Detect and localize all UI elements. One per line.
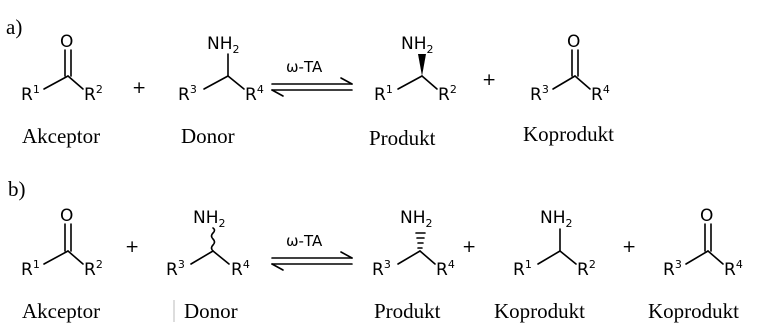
equilibrium-arrow-b: ω-TA — [271, 232, 353, 271]
equilibrium-arrow-a: ω-TA — [271, 58, 353, 97]
r-group-left: R3 — [372, 258, 391, 280]
coproduct-a-structure: O R3 R4 — [530, 32, 610, 105]
oxygen-label: O — [567, 32, 580, 52]
oxygen-label: O — [700, 206, 713, 226]
acceptor-b-structure: O R1 R2 — [21, 206, 103, 280]
caption-coproduct: Koprodukt — [494, 299, 585, 323]
caption-coproduct: Koprodukt — [648, 299, 739, 323]
r-group-right: R4 — [436, 258, 455, 280]
amine-label: NH2 — [400, 208, 433, 230]
wavy-bond — [210, 227, 216, 252]
r-group-left: R3 — [178, 83, 197, 105]
product-a-structure: NH2 R1 R2 — [374, 34, 457, 105]
wedge-bond — [418, 54, 426, 76]
plus-sign: + — [462, 237, 476, 257]
plus-sign: + — [482, 70, 496, 90]
r-group-right: R2 — [577, 258, 596, 280]
plus-sign: + — [125, 237, 139, 257]
part-a-label: a) — [6, 15, 22, 39]
r-group-left: R1 — [21, 83, 40, 105]
oxygen-label: O — [60, 206, 73, 226]
caption-donor: Donor — [184, 299, 238, 323]
r-group-left: R3 — [166, 258, 185, 280]
amine-label: NH2 — [401, 34, 434, 56]
r-group-right: R2 — [84, 83, 103, 105]
caption-coproduct: Koprodukt — [523, 122, 614, 146]
coproduct1-b-structure: NH2 R1 R2 — [513, 208, 596, 280]
r-group-left: R1 — [21, 258, 40, 280]
caption-product: Produkt — [374, 299, 441, 323]
part-b-label: b) — [8, 177, 26, 201]
product-b-structure: NH2 R3 R4 — [372, 208, 455, 280]
r-group-right: R2 — [438, 83, 457, 105]
amine-label: NH2 — [540, 208, 573, 230]
caption-acceptor: Akceptor — [22, 124, 100, 148]
amine-label: NH2 — [207, 34, 240, 56]
caption-donor: Donor — [181, 124, 235, 148]
caption-acceptor: Akceptor — [22, 299, 100, 323]
r-group-right: R4 — [724, 258, 743, 280]
enzyme-label: ω-TA — [286, 58, 323, 76]
r-group-left: R3 — [530, 83, 549, 105]
amine-label: NH2 — [193, 208, 226, 230]
r-group-right: R4 — [245, 83, 264, 105]
coproduct2-b-structure: O R3 R4 — [663, 206, 743, 280]
r-group-left: R1 — [374, 83, 393, 105]
donor-a-structure: NH2 R3 R4 — [178, 34, 264, 105]
donor-b-structure: NH2 R3 R4 — [166, 208, 250, 280]
plus-sign: + — [622, 237, 636, 257]
r-group-left: R3 — [663, 258, 682, 280]
r-group-left: R1 — [513, 258, 532, 280]
caption-product: Produkt — [369, 126, 436, 150]
enzyme-label: ω-TA — [286, 232, 323, 250]
r-group-right: R4 — [591, 83, 610, 105]
acceptor-a-structure: O R1 R2 — [21, 32, 103, 105]
r-group-right: R2 — [84, 258, 103, 280]
plus-sign: + — [132, 78, 146, 98]
oxygen-label: O — [60, 32, 73, 52]
hashed-bond — [415, 232, 426, 249]
r-group-right: R4 — [231, 258, 250, 280]
